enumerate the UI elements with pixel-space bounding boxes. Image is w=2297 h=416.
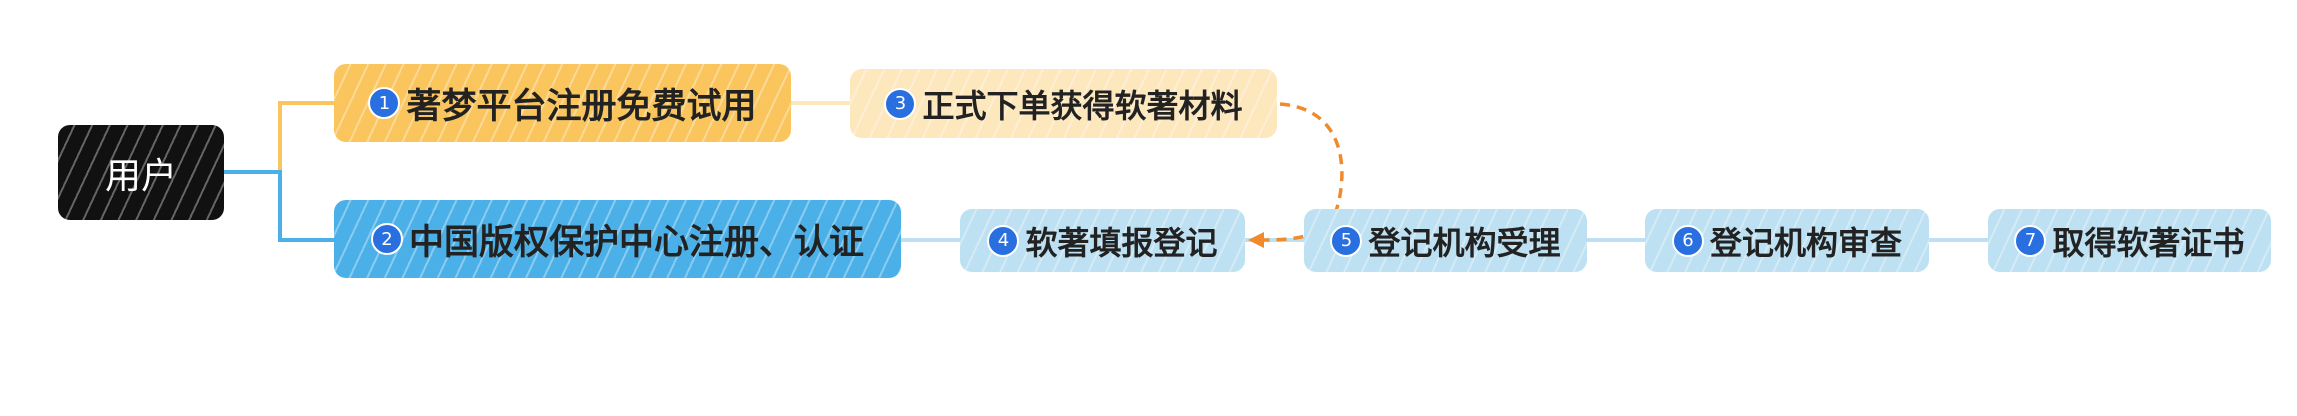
root-label: 用户 bbox=[104, 155, 177, 197]
node-label: 取得软著证书 bbox=[2052, 223, 2245, 262]
connector-root-2 bbox=[224, 170, 334, 242]
arrowhead bbox=[1248, 232, 1264, 248]
node-label: 登记机构受理 bbox=[1368, 223, 1561, 262]
number-badge-icon: 3 bbox=[884, 87, 917, 120]
number-badge-icon: 6 bbox=[1671, 224, 1704, 257]
number-badge-icon: 1 bbox=[368, 87, 401, 119]
number-badge-icon: 7 bbox=[2014, 224, 2047, 257]
node-label: 正式下单获得软著材料 bbox=[922, 86, 1243, 125]
number-badge-icon: 5 bbox=[1330, 224, 1363, 257]
node-label: 中国版权保护中心注册、认证 bbox=[408, 222, 864, 263]
number-badge-icon: 2 bbox=[370, 223, 403, 255]
node-label: 登记机构审查 bbox=[1709, 223, 1902, 262]
node-label: 著梦平台注册免费试用 bbox=[406, 86, 757, 127]
node-label: 软著填报登记 bbox=[1025, 223, 1218, 262]
number-badge-icon: 4 bbox=[987, 224, 1020, 257]
connector-root-1 bbox=[224, 101, 334, 174]
root-node-user[interactable]: 用户 bbox=[58, 125, 224, 220]
